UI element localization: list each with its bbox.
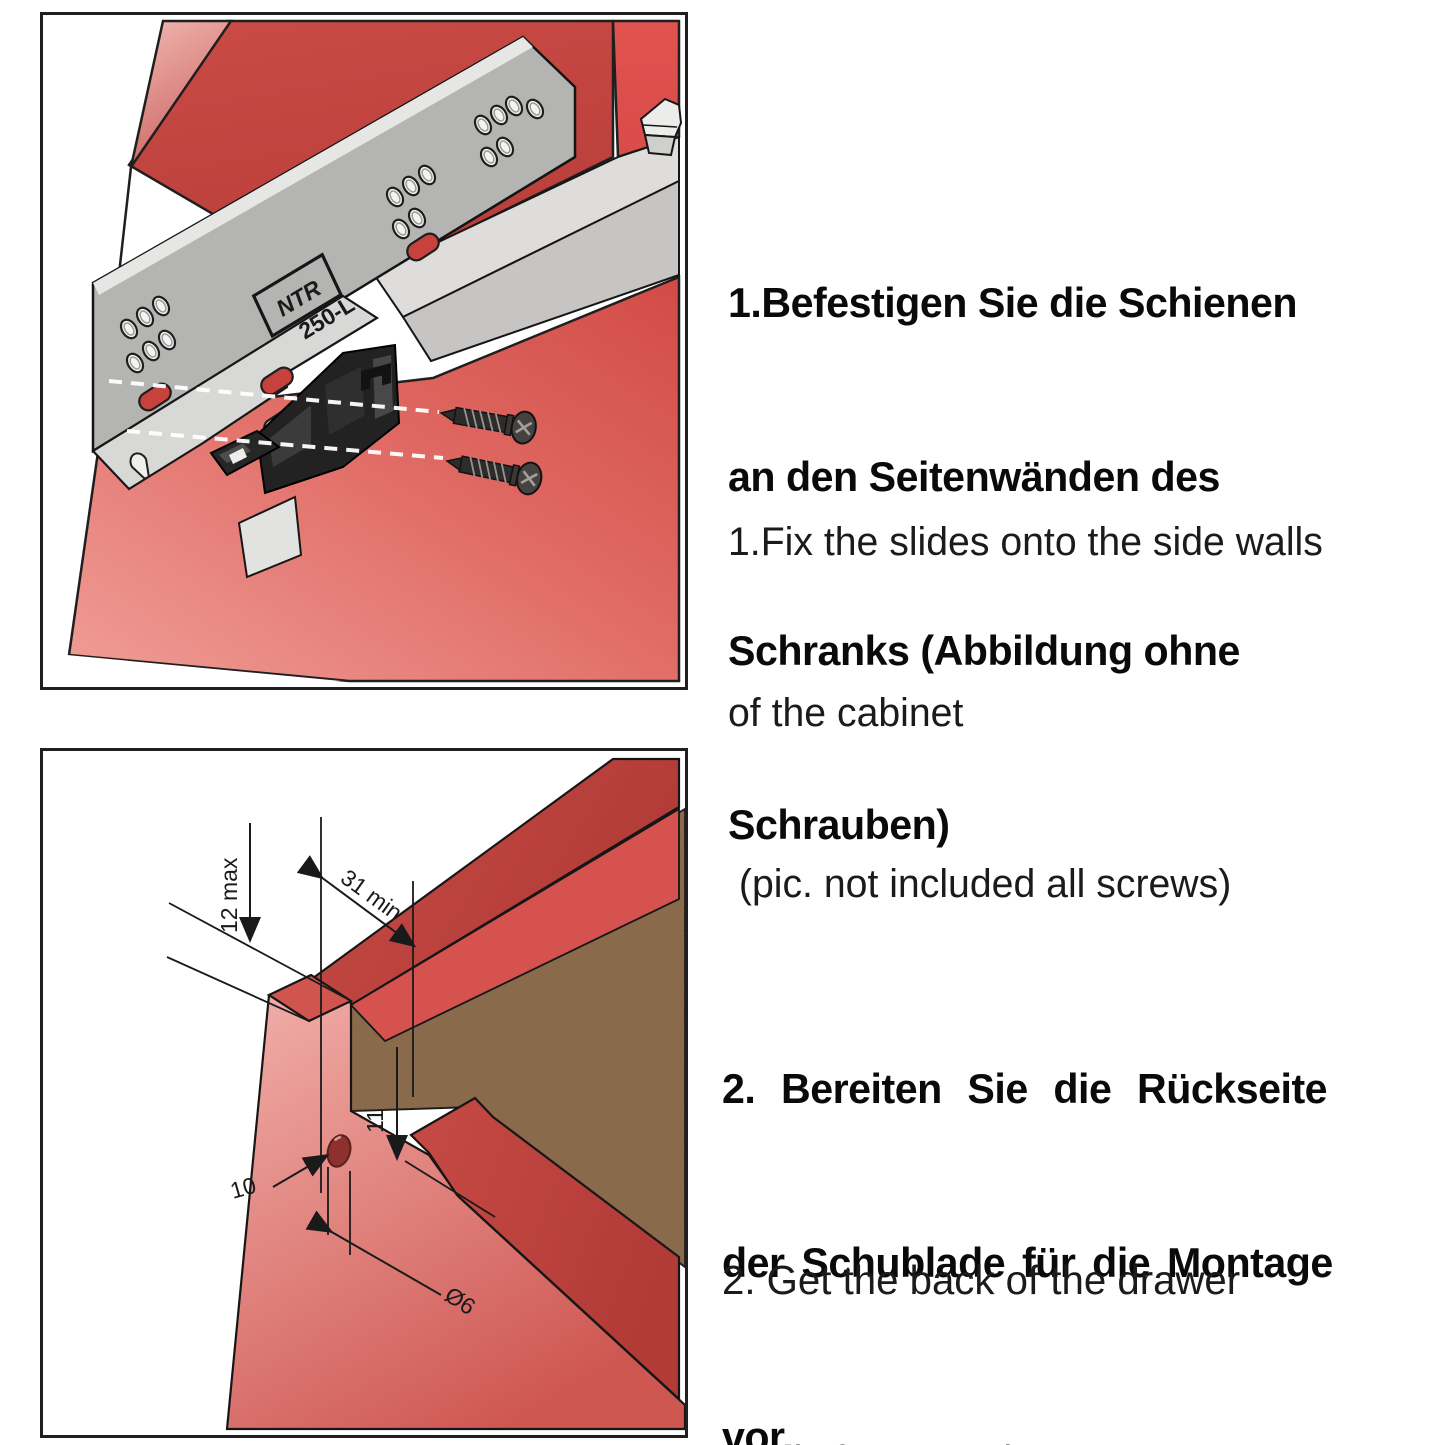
heading-line: vor. <box>722 1413 794 1445</box>
heading-line: 2. Bereiten Sie die Rückseite <box>722 1065 1328 1112</box>
cabinet-slide-drawing: NTR 250-L <box>67 19 683 683</box>
step2-body-english: 2. Get the back of the drawer ready for … <box>722 1130 1240 1445</box>
alignment-dash-lower <box>126 429 444 460</box>
hook-slot-mark <box>361 363 391 391</box>
screw-alignment <box>108 379 546 498</box>
rail-front-face <box>401 179 680 363</box>
body-line: 1.Fix the slides onto the side walls <box>728 520 1323 564</box>
dimension-lines <box>166 817 496 1296</box>
body-line: (pic. not included all screws) <box>728 862 1232 906</box>
body-line: of the cabinet <box>728 691 964 735</box>
cabinet-bottom <box>67 275 681 683</box>
rear-hook-bracket <box>639 97 683 157</box>
step2-illustration-panel: 12 max 31 min 11 10 Ø6 <box>40 748 688 1438</box>
heading-line: 1.Befestigen Sie die Schienen <box>728 279 1298 326</box>
drawer-slide: NTR 250-L <box>91 35 683 579</box>
drawer-back-drawing: 12 max 31 min 11 10 Ø6 <box>166 757 685 1431</box>
step1-body-english: 1.Fix the slides onto the side walls of … <box>728 400 1323 1027</box>
channel-end-cap <box>237 495 303 579</box>
heading-line: Schranks (Abbildung ohne <box>728 627 1240 674</box>
back-panel-face <box>349 807 680 1043</box>
body-line: ready for mounting. <box>722 1430 1240 1445</box>
drill-hole <box>326 1134 352 1168</box>
floor-front-cut <box>67 655 341 681</box>
side-wall-front-edge <box>129 19 234 168</box>
body-line: 2. Get the back of the drawer <box>722 1257 1241 1303</box>
step1-heading-german: 1.Befestigen Sie die Schienen an den Sei… <box>728 158 1298 970</box>
keyhole-dimple <box>129 452 150 480</box>
rail-top-face <box>371 135 680 319</box>
web-top-highlight <box>93 37 533 295</box>
alignment-dash-upper <box>108 379 440 414</box>
dim-12max: 12 max <box>216 857 242 933</box>
dim-11: 11 <box>362 1109 388 1133</box>
side-panel-top-edge <box>409 1096 681 1402</box>
heading-line: der Schublade für die Montage <box>722 1239 1333 1286</box>
heading-line: Schrauben) <box>728 801 950 848</box>
heading-line: an den Seitenwänden des <box>728 453 1220 500</box>
step2-heading-german: 2. Bereiten Sie die Rückseite der Schubl… <box>722 944 1333 1445</box>
step1-illustration-panel: NTR 250-L <box>40 12 688 690</box>
